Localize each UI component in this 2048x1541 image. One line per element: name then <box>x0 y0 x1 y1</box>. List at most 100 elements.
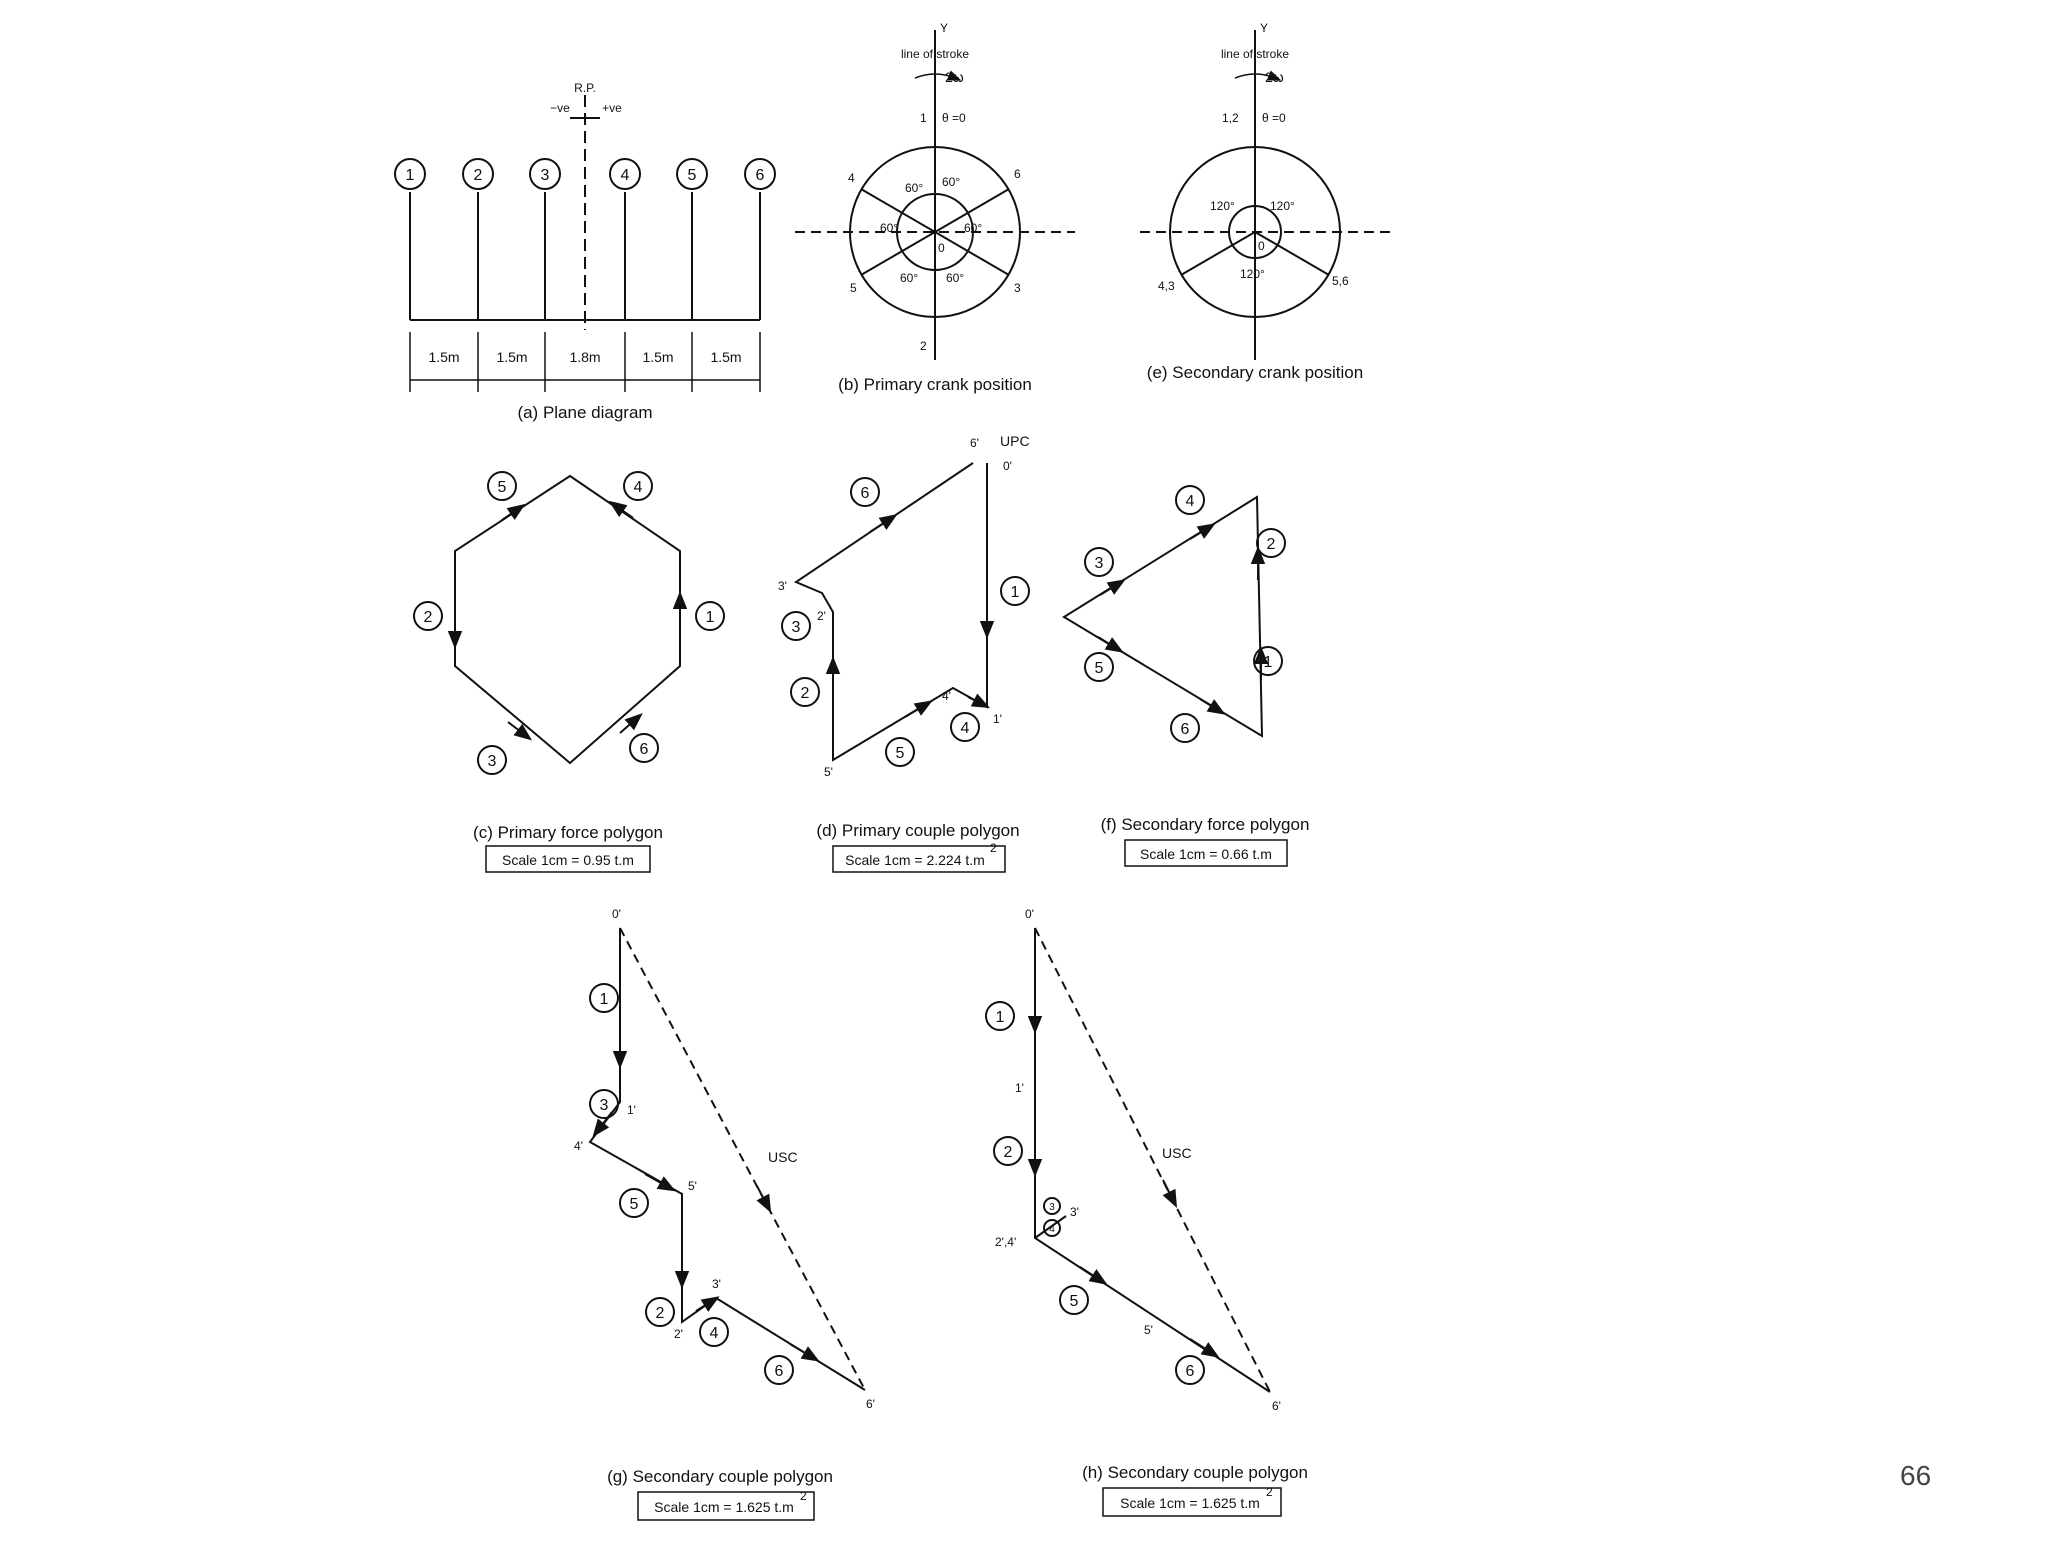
sch-point-1: 1' <box>1015 1081 1024 1095</box>
sf-label-2: 2 <box>1267 536 1276 553</box>
primary-angle-3: 60° <box>880 221 898 235</box>
pc-point-1: 1' <box>993 712 1002 726</box>
scg-point-4: 4' <box>574 1139 583 1153</box>
secondary-line-of-stroke: line of stroke <box>1221 47 1289 61</box>
sch-label-6: 6 <box>1186 1363 1195 1380</box>
plane-cyl-circle-2 <box>462 158 494 190</box>
sch-label-4: 4 <box>1049 1224 1055 1235</box>
secondary-force-scale-box <box>1124 839 1288 867</box>
pf-arrow-4 <box>608 500 634 519</box>
pc-point-4: 4' <box>942 689 951 703</box>
primary-end-6: 6 <box>1014 167 1021 181</box>
secondary-couple-g-scale-sup: 2 <box>800 1489 807 1503</box>
secondary-y-label: Y <box>1260 21 1268 35</box>
secondary-crank-diagram <box>1140 30 1395 360</box>
pc-point-3: 3' <box>778 579 787 593</box>
primary-end-4: 4 <box>848 171 855 185</box>
sch-usc <box>1034 927 1271 1393</box>
spacing-3: 1.8m <box>569 349 600 365</box>
pc-label-5: 5 <box>896 745 905 762</box>
primary-couple-scale-box <box>832 845 1006 873</box>
secondary-couple-h-scale-box <box>1102 1487 1282 1517</box>
pc-label-2: 2 <box>801 685 810 702</box>
sf-label-4: 4 <box>1186 493 1195 510</box>
primary-angle-6: 60° <box>946 271 964 285</box>
secondary-couple-h-scale: Scale 1cm = 1.625 t.m <box>1120 1495 1260 1511</box>
plane-cyl-circle-3 <box>529 158 561 190</box>
pc-arrow-6 <box>869 514 898 533</box>
pc-point-5: 5' <box>824 765 833 779</box>
plane-cyl-circle-4 <box>609 158 641 190</box>
scg-usc <box>619 927 866 1391</box>
primary-theta: θ =0 <box>942 111 966 125</box>
rp-label: R.P. <box>574 81 596 95</box>
primary-force-caption: (c) Primary force polygon <box>473 823 663 842</box>
secondary-force-caption: (f) Secondary force polygon <box>1101 815 1310 834</box>
pf-label-6: 6 <box>640 741 649 758</box>
plane-cyl-6: 6 <box>756 167 765 184</box>
primary-end-3: 3 <box>1014 281 1021 295</box>
scg-arrow-4 <box>695 1296 720 1312</box>
secondary-couple-g-caption: (g) Secondary couple polygon <box>607 1467 833 1486</box>
plane-cyl-circle-1 <box>394 158 426 190</box>
primary-force-scale: Scale 1cm = 0.95 t.m <box>502 852 634 868</box>
scg-label-5: 5 <box>630 1196 639 1213</box>
pf-label-4: 4 <box>634 479 643 496</box>
primary-end-2: 2 <box>920 339 927 353</box>
primary-crank-diagram <box>795 30 1075 360</box>
pf-arrow-5 <box>501 503 526 521</box>
sch-usc-label: USC <box>1162 1145 1192 1161</box>
primary-rotation-arrow <box>914 70 962 81</box>
pf-label-2: 2 <box>424 609 433 626</box>
sf-arrow-3 <box>1099 579 1126 596</box>
sf-label-6: 6 <box>1181 721 1190 738</box>
hexagon <box>454 474 681 765</box>
secondary-couple-g-scale: Scale 1cm = 1.625 t.m <box>654 1499 794 1515</box>
neg-label: −ve <box>550 101 570 115</box>
secondary-rotation-arrow <box>1234 70 1282 81</box>
secondary-angle-1: 120° <box>1210 199 1235 213</box>
sch-3-leg <box>1034 1215 1067 1239</box>
secondary-couple-h-caption: (h) Secondary couple polygon <box>1082 1463 1308 1482</box>
pc-label-1: 1 <box>1011 584 1020 601</box>
secondary-angle-3: 120° <box>1240 267 1265 281</box>
secondary-crank-caption: (e) Secondary crank position <box>1147 363 1363 382</box>
sch-arrow-5 <box>1079 1266 1108 1285</box>
sch-arrow-6 <box>1189 1338 1220 1358</box>
primary-y-label: Y <box>940 21 948 35</box>
sf-label-5: 5 <box>1095 660 1104 677</box>
primary-couple-caption: (d) Primary couple polygon <box>816 821 1019 840</box>
primary-origin: 0 <box>938 241 945 255</box>
scg-point-1: 1' <box>627 1103 636 1117</box>
sch-label-1: 1 <box>996 1009 1005 1026</box>
pf-label-5: 5 <box>498 479 507 496</box>
scg-label-2: 2 <box>656 1305 665 1322</box>
pf-arrow-6 <box>619 713 643 734</box>
primary-force-polygon <box>413 471 725 775</box>
pf-label-3: 3 <box>488 753 497 770</box>
primary-end-5: 5 <box>850 281 857 295</box>
primary-couple-polygon <box>781 462 1030 767</box>
plane-cyl-1: 1 <box>406 167 415 184</box>
primary-line-of-stroke: line of stroke <box>901 47 969 61</box>
pc-point-0: 0' <box>1003 459 1012 473</box>
scg-arrow-3 <box>592 1111 613 1138</box>
pc-upc: UPC <box>1000 433 1030 449</box>
secondary-couple-polygon-g <box>588 927 866 1391</box>
plane-cyl-circle-6 <box>744 158 776 190</box>
secondary-omega: 2ω <box>1265 69 1284 85</box>
spacing-5: 1.5m <box>710 349 741 365</box>
secondary-end-56: 5,6 <box>1332 274 1349 288</box>
primary-crank-caption: (b) Primary crank position <box>838 375 1032 394</box>
pc-label-3: 3 <box>792 619 801 636</box>
primary-angle-2: 60° <box>942 175 960 189</box>
plane-cyl-circle-5 <box>676 158 708 190</box>
plane-cyl-5: 5 <box>688 167 697 184</box>
sf-arrow-4 <box>1189 523 1216 540</box>
scg-point-5: 5' <box>688 1179 697 1193</box>
sch-point-24: 2',4' <box>995 1235 1016 1249</box>
scg-label-1: 1 <box>600 991 609 1008</box>
scg-point-0: 0' <box>612 907 621 921</box>
